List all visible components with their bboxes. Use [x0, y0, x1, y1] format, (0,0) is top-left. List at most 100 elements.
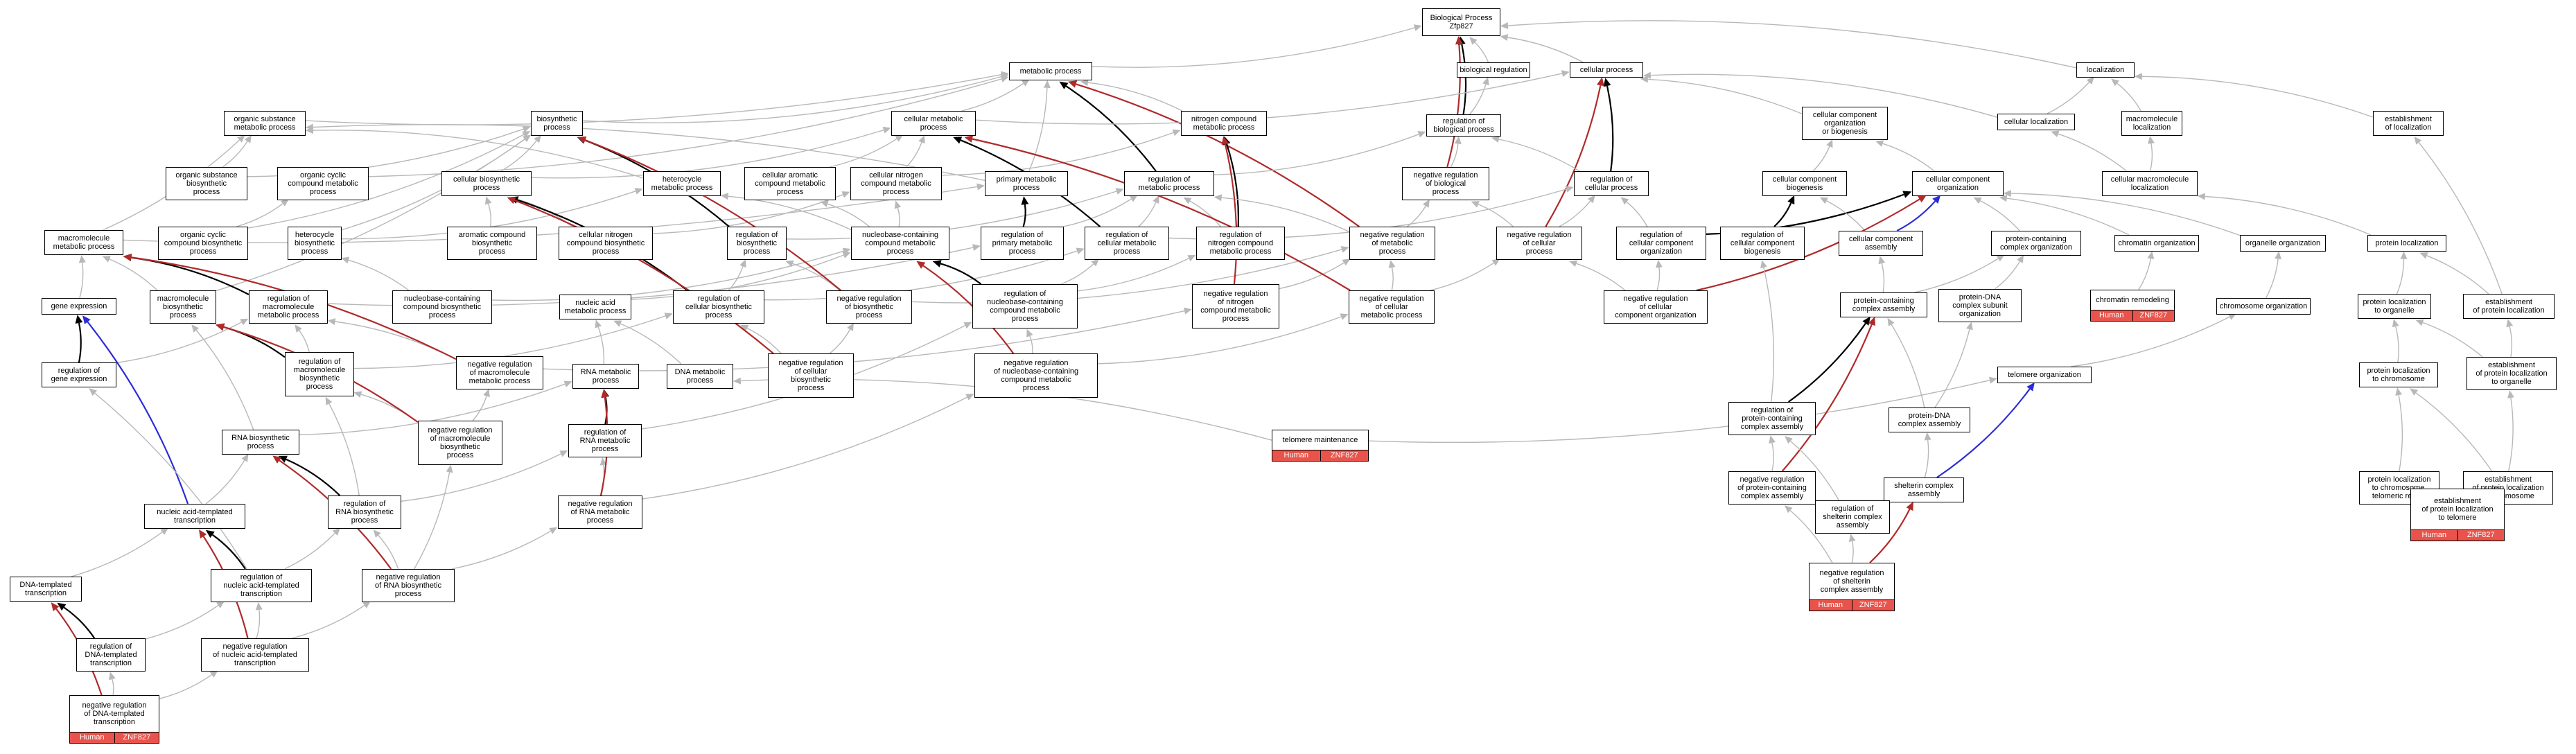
go-term-label-line: protein-containing: [1742, 414, 1803, 423]
go-term-label-line: of metabolic: [1372, 239, 1413, 247]
annotation-species: Human: [70, 733, 114, 743]
edge-is-a: [222, 141, 248, 168]
edge-is-a: [1763, 267, 1775, 403]
edge-is-a: [1790, 440, 1840, 501]
go-term-label-line: of biological: [1425, 179, 1466, 188]
edge-arrowhead: [1597, 77, 1604, 87]
go-term-label-line: negative regulation: [1413, 171, 1478, 179]
edge-arrowhead: [1026, 328, 1033, 337]
edge-arrowhead: [82, 315, 91, 324]
edge-is-a: [195, 330, 254, 430]
go-term-label-line: compound metabolic: [990, 306, 1060, 315]
edge-negatively-regulates: [1545, 85, 1602, 227]
go-term-label-line: DNA-templated: [19, 581, 72, 589]
go-term-label: telomere maintenance: [1272, 430, 1368, 450]
go-term-label-line: cellular component: [1730, 239, 1795, 247]
edge-is-a: [1368, 380, 1990, 444]
edge-arrowhead: [2003, 190, 2011, 198]
edge-arrowhead: [1068, 80, 1078, 88]
go-term-label-line: organization: [1959, 310, 2001, 318]
go-term-label-line: metabolic process: [53, 243, 115, 251]
go-term-label-line: protein localization: [2363, 298, 2426, 306]
edge-is-a: [652, 194, 843, 234]
go-term-label-line: protein localization: [2367, 475, 2431, 484]
go-term-label: organelle organization: [2241, 236, 2325, 251]
edge-arrowhead: [1924, 432, 1931, 441]
edge-part-of: [1896, 200, 1936, 231]
edge-arrowhead: [373, 529, 381, 538]
edge-negatively-regulates: [1696, 198, 1920, 292]
edge-is-a: [2117, 82, 2141, 112]
go-term-label-line: complex assembly: [1898, 420, 1961, 428]
edge-regulates: [1461, 44, 1467, 115]
go-term-label-line: negative regulation: [1004, 359, 1069, 367]
edge-arrowhead: [123, 254, 132, 261]
edge-arrowhead: [216, 323, 225, 331]
go-term-label-line: biosynthetic: [439, 443, 481, 451]
edge-arrowhead: [785, 260, 794, 268]
go-term-label-line: macromolecule: [262, 303, 315, 311]
edge-arrowhead: [740, 324, 749, 332]
go-term-label-line: protein-DNA: [1908, 412, 1951, 420]
edge-arrowhead: [1656, 260, 1663, 268]
go-term-label: chromosome organization: [2217, 299, 2310, 314]
edge-is-a: [1478, 204, 1514, 227]
go-term-label-line: telomere maintenance: [1282, 436, 1358, 444]
edge-is-a: [1092, 27, 1415, 68]
edge-arrowhead: [523, 134, 531, 142]
edge-is-a: [159, 674, 213, 699]
go-term-label-line: of RNA biosynthetic: [375, 581, 441, 590]
edge-is-a: [256, 609, 261, 639]
go-term-label-line: biological process: [1433, 125, 1494, 134]
go-term-label-line: compound biosynthetic: [164, 239, 243, 247]
edge-arrowhead: [1482, 77, 1489, 86]
edge-arrowhead: [191, 324, 200, 333]
edge-arrowhead: [1340, 313, 1349, 320]
edge-arrowhead: [1491, 136, 1500, 143]
edge-is-a: [313, 123, 985, 181]
edge-arrowhead: [2017, 254, 2024, 263]
go-term-label-line: regulation of: [1640, 231, 1683, 239]
edge-arrowhead: [932, 260, 942, 268]
go-term-label-line: regulation of: [1004, 290, 1046, 298]
edge-is-a: [2418, 142, 2503, 295]
edge-is-a: [1851, 541, 1854, 563]
edge-arrowhead: [522, 125, 531, 132]
edge-is-a: [1507, 20, 2077, 69]
edge-negatively-regulates: [1224, 143, 1238, 285]
go-term-label-line: complex assembly: [1740, 492, 1804, 500]
go-term-label-line: cellular biosynthetic: [453, 175, 520, 184]
go-term-label-line: cellular component: [1812, 111, 1877, 119]
edge-is-a: [1656, 267, 1661, 291]
go-term-label-line: regulation of: [1148, 175, 1191, 184]
edge-arrowhead: [1787, 195, 1795, 204]
go-term-label-line: biosynthetic: [536, 115, 577, 123]
edge-arrowhead: [1388, 260, 1396, 268]
go-term-label-line: negative regulation: [836, 295, 902, 303]
go-term-label-line: of macromolecule: [430, 435, 491, 443]
edge-arrowhead: [1454, 136, 1462, 144]
